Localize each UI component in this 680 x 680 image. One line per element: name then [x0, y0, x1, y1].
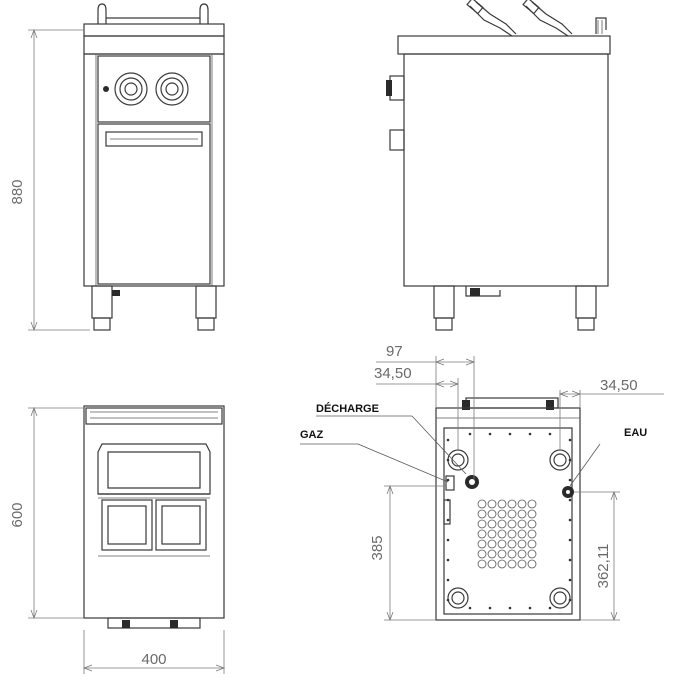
rivet	[508, 432, 512, 436]
vent-hole	[487, 499, 497, 509]
vent-hole	[487, 529, 497, 539]
dim-inlet-height: 362,11	[574, 490, 620, 622]
rivet	[528, 432, 532, 436]
vent-hole	[497, 549, 507, 559]
vent-hole	[507, 539, 517, 549]
vent-hole	[487, 519, 497, 529]
vent-hole	[527, 539, 537, 549]
rivet	[488, 606, 492, 610]
vent-hole	[477, 519, 487, 529]
vent-hole	[517, 529, 527, 539]
connection-view	[435, 397, 581, 621]
vent-hole	[477, 549, 487, 559]
top-view	[83, 405, 225, 629]
rivet	[446, 558, 450, 562]
vent-hole	[527, 499, 537, 509]
vent-hole	[527, 549, 537, 559]
rivet	[568, 438, 572, 442]
rivet	[468, 606, 472, 610]
dim-97-value: 97	[386, 343, 403, 360]
dim-depth-value: 600	[9, 502, 26, 527]
water-label: EAU	[624, 427, 647, 439]
rivet	[446, 518, 450, 522]
vent-hole	[507, 529, 517, 539]
drain-label: DÉCHARGE	[316, 402, 379, 415]
vent-hole	[517, 559, 527, 569]
vent-hole	[507, 499, 517, 509]
rivet	[568, 578, 572, 582]
vent-hole	[487, 549, 497, 559]
dim-depth: 600	[9, 406, 84, 620]
rivet	[446, 598, 450, 602]
rivet	[568, 598, 572, 602]
dim-97: 97	[376, 343, 476, 480]
rivet	[446, 438, 450, 442]
rivet	[508, 606, 512, 610]
leaders	[300, 415, 601, 487]
rivet	[568, 558, 572, 562]
vent-hole	[497, 509, 507, 519]
vent-hole	[477, 509, 487, 519]
vent-hole	[477, 529, 487, 539]
rivet	[446, 538, 450, 542]
rivet	[468, 432, 472, 436]
vent-hole	[507, 549, 517, 559]
front-view	[83, 3, 225, 331]
vent-hole	[517, 499, 527, 509]
vent-hole	[507, 519, 517, 529]
vent-hole	[487, 559, 497, 569]
gas-label: GAZ	[300, 429, 324, 441]
rivet	[446, 498, 450, 502]
vent-hole	[477, 499, 487, 509]
dim-offset-left-value: 34,50	[374, 365, 412, 382]
vent-hole	[497, 539, 507, 549]
vent-pattern	[477, 499, 537, 569]
vent-hole	[507, 509, 517, 519]
vent-hole	[497, 499, 507, 509]
dim-width: 400	[82, 630, 226, 674]
rivet	[548, 606, 552, 610]
vent-hole	[527, 519, 537, 529]
rivet	[446, 478, 450, 482]
dim-outlet-height-value: 385	[369, 535, 386, 560]
vent-hole	[517, 519, 527, 529]
vent-hole	[497, 559, 507, 569]
side-view	[386, 0, 611, 331]
vent-hole	[507, 559, 517, 569]
dim-inlet-height-value: 362,11	[595, 544, 612, 589]
dim-outlet-height: 385	[369, 484, 446, 622]
vent-hole	[487, 509, 497, 519]
vent-hole	[477, 539, 487, 549]
vent-hole	[497, 519, 507, 529]
dim-height: 880	[9, 28, 90, 332]
vent-hole	[497, 529, 507, 539]
vent-hole	[527, 559, 537, 569]
rivet	[568, 498, 572, 502]
dim-offset-right-value: 34,50	[600, 377, 638, 394]
rivet	[548, 432, 552, 436]
rivet	[568, 518, 572, 522]
rivet	[488, 432, 492, 436]
dim-offset-left: 34,50	[374, 365, 460, 450]
vent-hole	[487, 539, 497, 549]
vent-hole	[517, 549, 527, 559]
vent-hole	[527, 509, 537, 519]
vent-hole	[477, 559, 487, 569]
dim-height-value: 880	[9, 179, 26, 204]
rivet	[446, 578, 450, 582]
rivet	[568, 478, 572, 482]
rivet	[446, 458, 450, 462]
vent-hole	[517, 509, 527, 519]
rivet	[528, 606, 532, 610]
rivet	[568, 538, 572, 542]
dim-width-value: 400	[141, 651, 166, 668]
rivet	[568, 458, 572, 462]
vent-hole	[527, 529, 537, 539]
dim-offset-right: 34,50	[558, 377, 664, 450]
vent-hole	[517, 539, 527, 549]
